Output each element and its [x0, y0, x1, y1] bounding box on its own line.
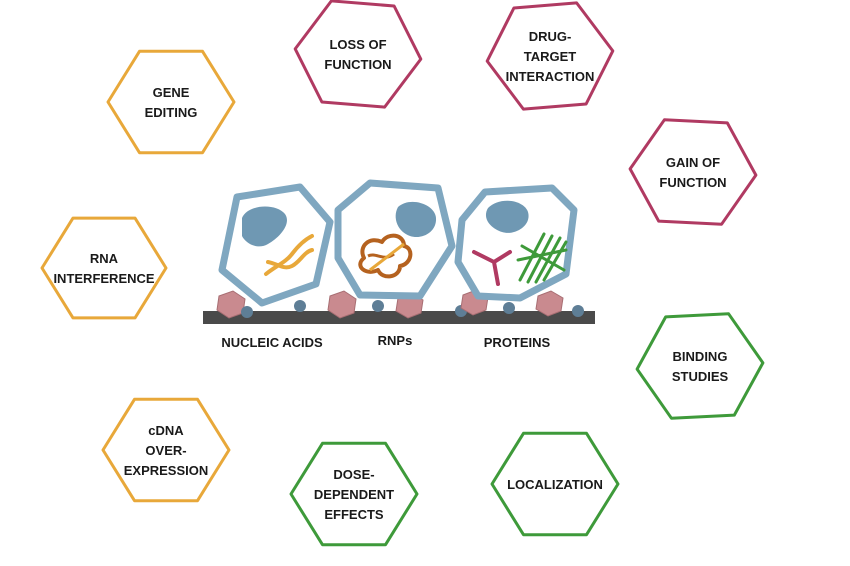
cell-nucleus — [395, 201, 437, 238]
hexagon-outline — [485, 1, 615, 111]
hex-label-line: GAIN OF — [666, 155, 720, 170]
hex-node-rna-interference: RNA INTERFERENCE — [40, 216, 168, 320]
hex-label-line: LOCALIZATION — [507, 477, 603, 492]
hex-label-line: OVER- — [145, 443, 186, 458]
hexagon-outline — [490, 431, 620, 537]
dna-helix-icon — [266, 248, 314, 270]
hex-node-dose-dependent-effects: DOSE- DEPENDENT EFFECTS — [289, 441, 419, 547]
hex-label-line: RNA — [90, 251, 119, 266]
substrate-label-proteins: PROTEINS — [484, 335, 551, 350]
cell-outline — [334, 179, 456, 300]
hex-node-gain-of-function: GAIN OF FUNCTION — [628, 118, 758, 226]
cell-rnps — [334, 179, 456, 300]
bead-pink — [327, 290, 357, 319]
bead-blue — [503, 302, 515, 314]
surface-bar — [203, 311, 595, 324]
cell-nucleus — [485, 200, 529, 233]
antibody-icon — [472, 250, 512, 286]
hexagon-layer: GENE EDITING RNA INTERFERENCE cDNA OVER- EXPRE… — [40, 0, 765, 547]
hex-label-line: DOSE- — [333, 467, 374, 482]
hex-node-gene-editing: GENE EDITING — [106, 49, 236, 155]
hexagon-outline — [106, 49, 236, 155]
cell-nucleus — [242, 206, 287, 247]
cell-nucleic-acids — [218, 183, 334, 307]
hex-label-line: EFFECTS — [324, 507, 384, 522]
substrate-label-nucleic-acids: NUCLEIC ACIDS — [221, 335, 323, 350]
hexagon-outline — [289, 441, 419, 547]
hexagon-outline — [635, 312, 765, 420]
bead-blue — [294, 300, 306, 312]
rnp-strand-icon — [369, 242, 405, 272]
bead-blue — [372, 300, 384, 312]
bead-blue — [572, 305, 584, 317]
protein-fibers-icon — [516, 232, 568, 284]
hex-node-binding-studies: BINDING STUDIES — [635, 312, 765, 420]
hex-node-localization: LOCALIZATION — [490, 431, 620, 537]
hex-label-line: cDNA — [148, 423, 184, 438]
hex-label-line: BINDING — [673, 349, 728, 364]
hex-label-line: EXPRESSION — [124, 463, 209, 478]
hex-label-line: LOSS OF — [329, 37, 386, 52]
hex-label-line: INTERFERENCE — [53, 271, 154, 286]
substrate-label-rnps: RNPs — [378, 333, 413, 348]
bead-pink — [535, 290, 564, 317]
hex-label-line: TARGET — [524, 49, 577, 64]
hex-node-cdna-overexpression: cDNA OVER- EXPRESSION — [101, 397, 231, 503]
cell-outline — [218, 183, 334, 307]
hex-label-line: EDITING — [145, 105, 198, 120]
hex-node-loss-of-function: LOSS OF FUNCTION — [293, 0, 423, 109]
hexagon-outline — [628, 118, 758, 226]
bead-blue — [241, 306, 253, 318]
hex-label-line: INTERACTION — [506, 69, 595, 84]
hexagon-outline — [293, 0, 423, 109]
hexagon-outline — [101, 397, 231, 503]
cell-array-illustration: NUCLEIC ACIDS RNPs PROTEINS — [203, 179, 595, 350]
hex-label-line: GENE — [153, 85, 190, 100]
rnp-complex-icon — [358, 233, 413, 279]
hex-node-drug-target-interaction: DRUG- TARGET INTERACTION — [485, 1, 615, 111]
hex-label-line: FUNCTION — [659, 175, 726, 190]
dna-helix-icon — [264, 234, 314, 276]
hex-label-line: FUNCTION — [324, 57, 391, 72]
hex-label-line: STUDIES — [672, 369, 729, 384]
hexagon-outline — [40, 216, 168, 320]
hex-label-line: DRUG- — [529, 29, 572, 44]
rnp-complex-icon — [367, 252, 395, 259]
cell-proteins — [454, 184, 578, 302]
hex-label-line: DEPENDENT — [314, 487, 394, 502]
